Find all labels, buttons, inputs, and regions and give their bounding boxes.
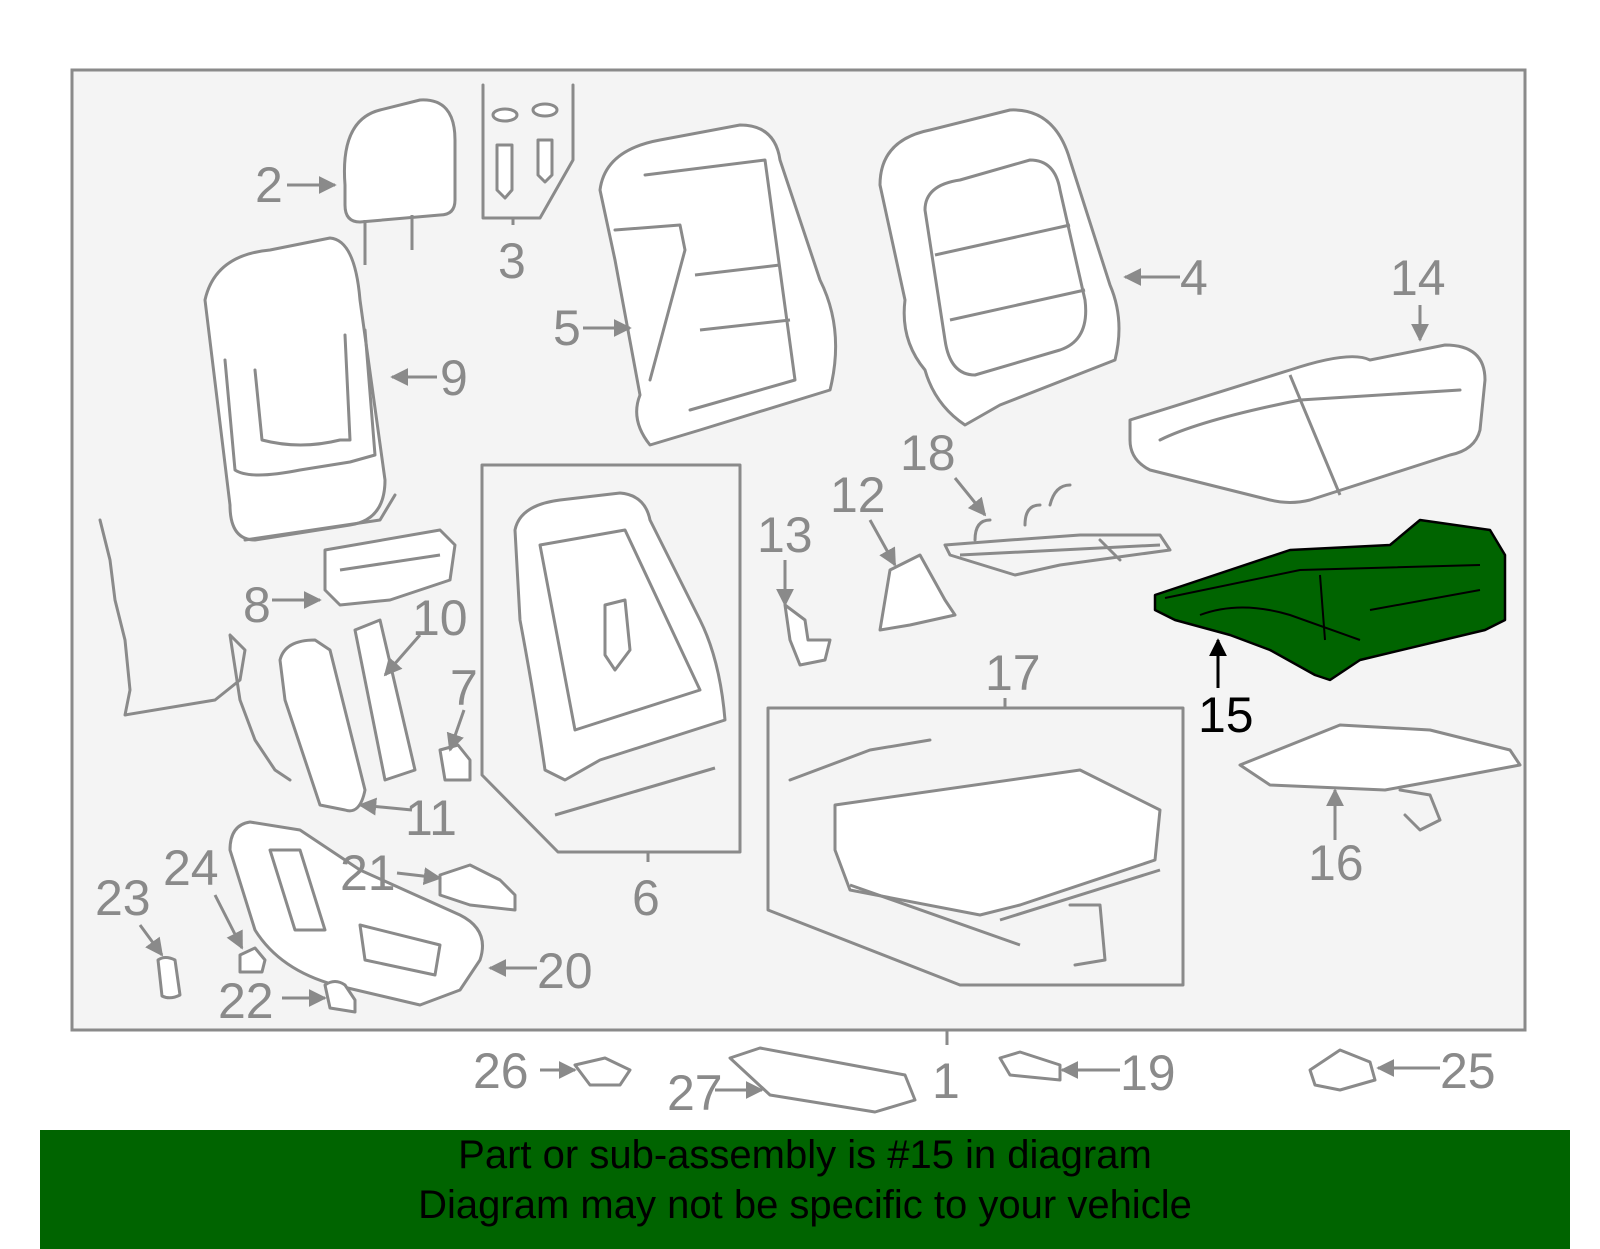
part-3-fasteners	[481, 83, 575, 225]
callout-15-highlighted: 15	[1198, 687, 1254, 743]
part-22-knob	[323, 980, 357, 1014]
part-10-trim	[353, 618, 417, 782]
part-4-back-cover	[878, 108, 1121, 427]
part-8-switch-module	[323, 528, 457, 607]
callout-6: 6	[632, 870, 660, 926]
callout-19: 19	[1120, 1045, 1176, 1101]
callout-12: 12	[830, 467, 886, 523]
callout-5: 5	[553, 300, 581, 356]
part-13-bracket	[783, 603, 832, 667]
callout-24: 24	[163, 840, 219, 896]
info-banner: Part or sub-assembly is #15 in diagram D…	[40, 1130, 1570, 1249]
callout-9: 9	[440, 350, 468, 406]
callout-25: 25	[1440, 1043, 1496, 1099]
part-12-bracket	[878, 553, 957, 632]
callout-7: 7	[450, 660, 478, 716]
part-20-side-shield	[228, 820, 484, 1007]
part-25-clip	[1308, 1048, 1377, 1092]
part-27-trim	[728, 1046, 917, 1114]
part-26-clip	[573, 1056, 632, 1087]
banner-line-1: Part or sub-assembly is #15 in diagram	[458, 1133, 1152, 1177]
part-14-seat-cover	[1128, 343, 1487, 504]
banner-line-2: Diagram may not be specific to your vehi…	[418, 1183, 1192, 1227]
callout-1: 1	[932, 1053, 960, 1109]
callout-10: 10	[412, 590, 468, 646]
leader-arrows	[138, 176, 1440, 1099]
callout-17: 17	[985, 645, 1041, 701]
callout-20: 20	[537, 943, 593, 999]
callout-16: 16	[1308, 835, 1364, 891]
part-19-pin	[998, 1050, 1062, 1082]
part-16-trim-panel	[1238, 723, 1522, 832]
part-5-back-cushion	[598, 123, 838, 447]
wiring-harness	[98, 518, 292, 782]
callout-18: 18	[900, 425, 956, 481]
part-2-headrest	[342, 98, 457, 265]
part-15-seat-cushion-highlighted	[1153, 518, 1507, 682]
callout-22: 22	[218, 973, 274, 1029]
callout-2: 2	[255, 157, 283, 213]
part-24-knob	[238, 946, 267, 974]
callout-3: 3	[498, 233, 526, 289]
part-6-back-frame	[480, 463, 742, 862]
callout-23: 23	[95, 870, 151, 926]
callout-21: 21	[340, 845, 396, 901]
part-9-backrest-frame	[203, 236, 397, 542]
part-23-knob	[156, 956, 182, 1000]
callout-4: 4	[1180, 250, 1208, 306]
callout-26: 26	[473, 1043, 529, 1099]
part-11-side-trim	[278, 638, 367, 813]
callout-13: 13	[757, 507, 813, 563]
part-21-bracket	[438, 863, 517, 912]
part-17-seat-adjuster	[766, 698, 1185, 987]
part-18-seat-springs	[943, 483, 1172, 577]
callout-8: 8	[243, 577, 271, 633]
callout-14: 14	[1390, 250, 1446, 306]
callout-27: 27	[667, 1065, 723, 1121]
callout-11: 11	[405, 790, 457, 846]
